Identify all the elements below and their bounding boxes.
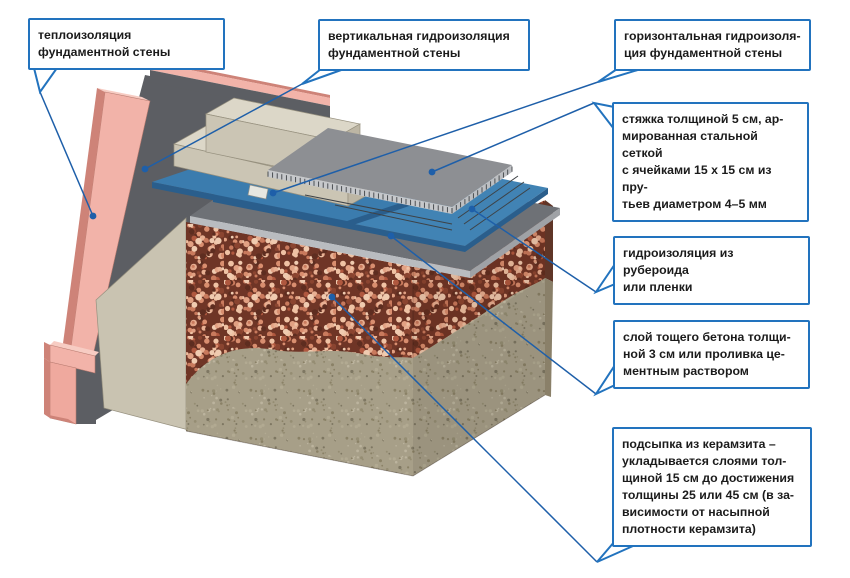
reinforcement-mesh — [267, 166, 531, 231]
leader-lines — [39, 81, 599, 563]
leader-dot — [428, 168, 436, 176]
callout-text: стяжка толщиной 5 см, ар- мированная ста… — [622, 112, 784, 211]
leader-dot — [89, 212, 97, 220]
callout-text: гидроизоляция из рубероида или пленки — [623, 246, 734, 294]
callout-text: теплоизоляция фундаментной стены — [38, 28, 171, 59]
callout-screed: стяжка толщиной 5 см, ар- мированная ста… — [612, 102, 809, 222]
leader-dot — [328, 293, 336, 301]
callout-insulation: теплоизоляция фундаментной стены — [28, 18, 225, 70]
callout-roll-waterproofing: гидроизоляция из рубероида или пленки — [613, 236, 810, 305]
leader-line — [331, 296, 598, 563]
leader-line — [144, 83, 303, 170]
callout-tail — [301, 68, 345, 85]
callout-text: горизонтальная гидроизоля- ция фундамент… — [624, 29, 801, 60]
mesh-spacer-block — [247, 184, 269, 200]
callout-tail — [32, 67, 59, 95]
leader-dot — [468, 205, 476, 213]
callout-text: вертикальная гидроизоляция фундаментной … — [328, 29, 510, 60]
callout-vertical-waterproofing: вертикальная гидроизоляция фундаментной … — [318, 19, 530, 71]
callout-horizontal-waterproofing: горизонтальная гидроизоля- ция фундамент… — [614, 19, 811, 71]
callout-text: слой тощего бетона толщи- ной 3 см или п… — [623, 330, 791, 378]
leader-line — [471, 208, 597, 293]
leader-dot — [141, 165, 149, 173]
leader-line — [431, 102, 595, 173]
leader-line — [390, 235, 597, 395]
leader-dot — [387, 232, 395, 240]
callout-tail — [591, 101, 615, 132]
callout-keramzit-fill: подсыпка из керамзита – укладывается сло… — [612, 427, 812, 547]
leader-line — [272, 81, 599, 194]
leader-dot — [269, 189, 277, 197]
callout-text: подсыпка из керамзита – укладывается сло… — [622, 437, 795, 536]
callout-lean-concrete: слой тощего бетона толщи- ной 3 см или п… — [613, 320, 810, 389]
leader-line — [39, 91, 94, 217]
callout-tails — [32, 67, 642, 563]
insulation-board — [44, 88, 151, 425]
